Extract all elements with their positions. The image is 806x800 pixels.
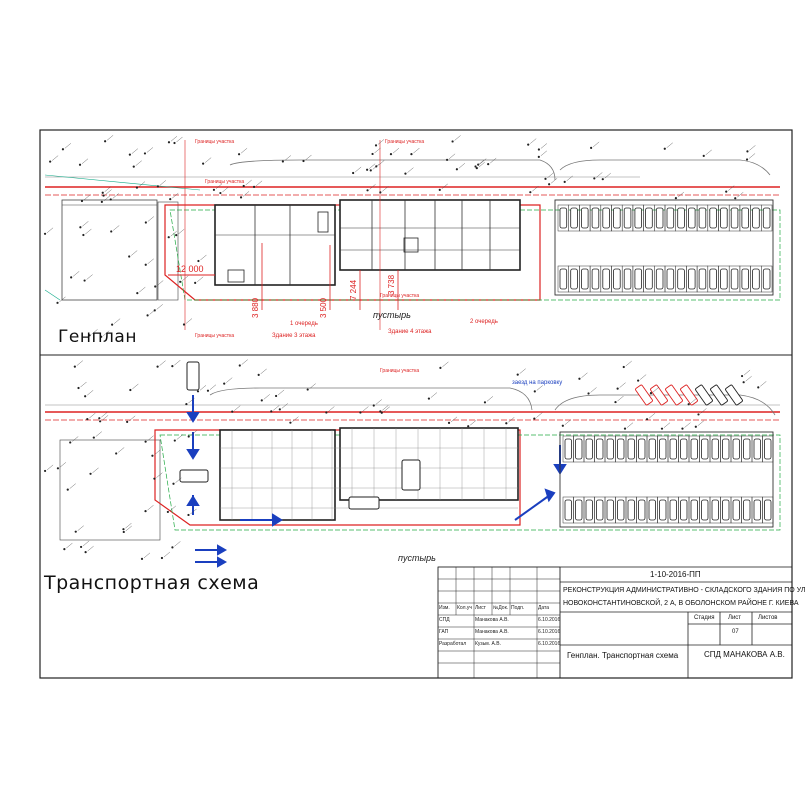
title-block-role: СПД — [439, 617, 450, 623]
parking-row — [557, 204, 773, 232]
title-block-name: Манакова А.В. — [475, 629, 509, 635]
title-block-name: Манакова А.В. — [475, 617, 509, 623]
dimension-label: 12 000 — [176, 264, 204, 274]
survey-marks — [43, 135, 756, 338]
parking-row — [562, 435, 774, 463]
title-block-header: Кол.уч — [457, 605, 472, 611]
transport-plan — [43, 359, 781, 568]
dimension-label: 3 738 — [387, 274, 396, 295]
drawing-name: Генплан. Транспортная схема — [567, 651, 679, 660]
genplan-title: Генплан — [58, 327, 137, 347]
genplan-plan — [43, 135, 781, 338]
wasteland-label: пустырь — [398, 553, 436, 563]
boundary-label: Границы участка — [195, 333, 234, 339]
boundary-label: Границы участка — [205, 179, 244, 185]
project-title-line1: РЕКОНСТРУКЦИЯ АДМИНИСТРАТИВНО - СКЛАДСКО… — [563, 587, 806, 594]
title-block — [437, 566, 793, 679]
title-block-header: Лист — [475, 605, 486, 611]
building-label: Здание 4 этажа — [388, 329, 432, 335]
dimension-label: 3 500 — [319, 297, 328, 318]
title-block-header: №Док. — [493, 605, 509, 611]
company-name: СПД МАНАКОВА А.В. — [704, 650, 785, 659]
title-block-date: 6.10.2016 — [538, 629, 561, 635]
title-block-name: Кузьм. А.В. — [475, 641, 501, 647]
stage-header: Стадия — [694, 615, 715, 621]
dimension-label: 3 880 — [251, 297, 260, 318]
project-title-line2: НОВОКОНСТАНТИНОВСКОЙ, 2 А, В ОБОЛОНСКОМ … — [563, 600, 799, 607]
transport-title: Транспортная схема — [44, 572, 260, 594]
boundary-label: Границы участка — [380, 293, 419, 299]
parking-row — [562, 496, 774, 524]
title-block-header: Изм. — [439, 605, 450, 611]
title-block-header: Подп. — [511, 605, 525, 611]
title-block-role: Разработал — [439, 641, 467, 647]
boundary-label: Границы участка — [195, 139, 234, 145]
title-block-date: 6.10.2016 — [538, 641, 561, 647]
zone-label: 1 очередь — [290, 321, 318, 327]
survey-marks — [43, 359, 767, 560]
entry-label: заезд на парковку — [512, 380, 562, 386]
drawing-code: 1-10-2016-ПП — [650, 570, 701, 579]
title-block-date: 6.10.2016 — [538, 617, 561, 623]
sheet-header: Лист — [728, 615, 742, 621]
sheet-number: 07 — [732, 629, 739, 635]
dimension-label: 7 244 — [349, 279, 358, 300]
title-block-role: ГАП — [439, 629, 449, 635]
boundary-label: Границы участка — [385, 139, 424, 145]
wasteland-label: пустырь — [373, 310, 411, 320]
parking-row — [557, 265, 773, 293]
title-block-header: Дата — [538, 605, 550, 611]
zone-label: 2 очередь — [470, 319, 498, 325]
sheets-header: Листов — [758, 615, 778, 621]
column-grid — [220, 428, 518, 520]
boundary-label: Границы участка — [380, 368, 419, 374]
parking-cars-red — [635, 384, 743, 406]
building-label: Здание 3 этажа — [272, 333, 316, 339]
